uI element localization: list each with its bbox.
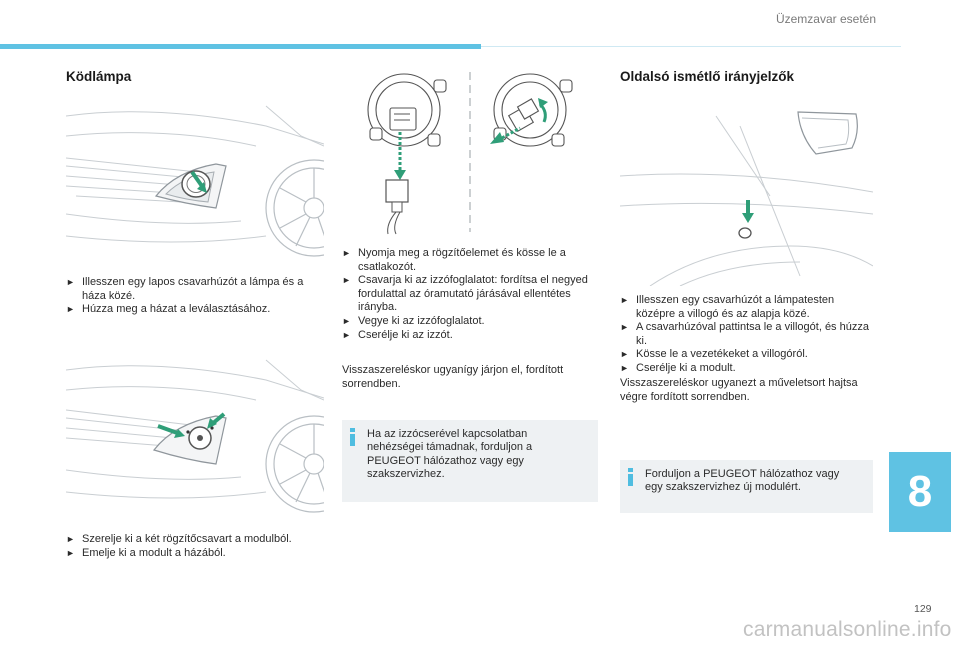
- fog-lamp-removal-illustration: [66, 96, 324, 260]
- bulb-holder-illustration: [342, 68, 598, 236]
- list-item: ►Vegye ki az izzófoglalatot.: [342, 314, 485, 327]
- bulb-info-box: Ha az izzócserével kapcsolatban nehézség…: [342, 420, 598, 502]
- side-repeater-refit-text: Visszaszereléskor ugyanezt a műveletsort…: [620, 377, 858, 403]
- page-number: 129: [914, 603, 932, 615]
- arrow-bullet-icon: ►: [66, 534, 75, 544]
- side-repeater-info-text: Forduljon a PEUGEOT hálózathoz vagy egy …: [645, 468, 840, 494]
- arrow-bullet-icon: ►: [342, 315, 351, 326]
- bulb-info-text: Ha az izzócserével kapcsolatban nehézség…: [367, 428, 533, 481]
- arrow-bullet-icon: ►: [620, 322, 629, 333]
- list-item: ►Húzza meg a házat a leválasztásához.: [66, 303, 271, 316]
- header-accent-bar: [0, 44, 481, 49]
- bulb-refit-text: Visszaszereléskor ugyanígy járjon el, fo…: [342, 364, 564, 390]
- arrow-bullet-icon: ►: [620, 349, 629, 360]
- fog-lamp-steps-a: ►Illesszen egy lapos csavarhúzót a lámpa…: [66, 276, 324, 317]
- header-rule: [481, 46, 901, 47]
- side-repeater-steps: ►Illesszen egy csavarhúzót a lámpatesten…: [620, 294, 873, 376]
- bulb-steps: ►Nyomja meg a rögzítőelemet és kösse le …: [342, 247, 598, 342]
- arrow-bullet-icon: ►: [66, 547, 75, 558]
- fog-lamp-module-illustration: [66, 352, 324, 516]
- chapter-tab: 8: [889, 452, 951, 532]
- arrow-bullet-icon: ►: [342, 275, 351, 286]
- watermark: carmanualsonline.info: [743, 618, 952, 641]
- fog-lamp-title: Ködlámpa: [66, 69, 132, 84]
- list-item: ►Illesszen egy csavarhúzót a lámpatesten…: [620, 294, 835, 320]
- info-icon: [350, 428, 355, 446]
- list-item: ►Cserélje ki a modult.: [620, 361, 736, 374]
- list-item: ►Kösse le a vezetékeket a villogóról.: [620, 348, 808, 361]
- side-repeater-illustration: [620, 96, 873, 286]
- list-item: ►A csavarhúzóval pattintsa le a villogót…: [620, 321, 869, 347]
- side-repeater-info-box: Forduljon a PEUGEOT hálózathoz vagy egy …: [620, 460, 873, 513]
- list-item: ►Nyomja meg a rögzítőelemet és kösse le …: [342, 247, 566, 273]
- arrow-bullet-icon: ►: [620, 295, 629, 305]
- arrow-bullet-icon: ►: [66, 277, 75, 287]
- header-title: Üzemzavar esetén: [775, 12, 876, 26]
- arrow-bullet-icon: ►: [66, 304, 75, 315]
- list-item: ►Illesszen egy lapos csavarhúzót a lámpa…: [66, 276, 304, 302]
- list-item: ►Csavarja ki az izzófoglalatot: fordítsa…: [342, 274, 588, 314]
- list-item: ►Szerelje ki a két rögzítőcsavart a modu…: [66, 533, 292, 545]
- fog-lamp-steps-b: ►Szerelje ki a két rögzítőcsavart a modu…: [66, 533, 324, 560]
- side-repeater-title: Oldalsó ismétlő irányjelzők: [620, 69, 795, 84]
- list-item: ►Emelje ki a modult a házából.: [66, 546, 226, 559]
- info-icon: [628, 468, 633, 486]
- arrow-bullet-icon: ►: [342, 329, 351, 340]
- arrow-bullet-icon: ►: [620, 362, 629, 373]
- arrow-bullet-icon: ►: [342, 248, 351, 258]
- list-item: ►Cserélje ki az izzót.: [342, 328, 453, 341]
